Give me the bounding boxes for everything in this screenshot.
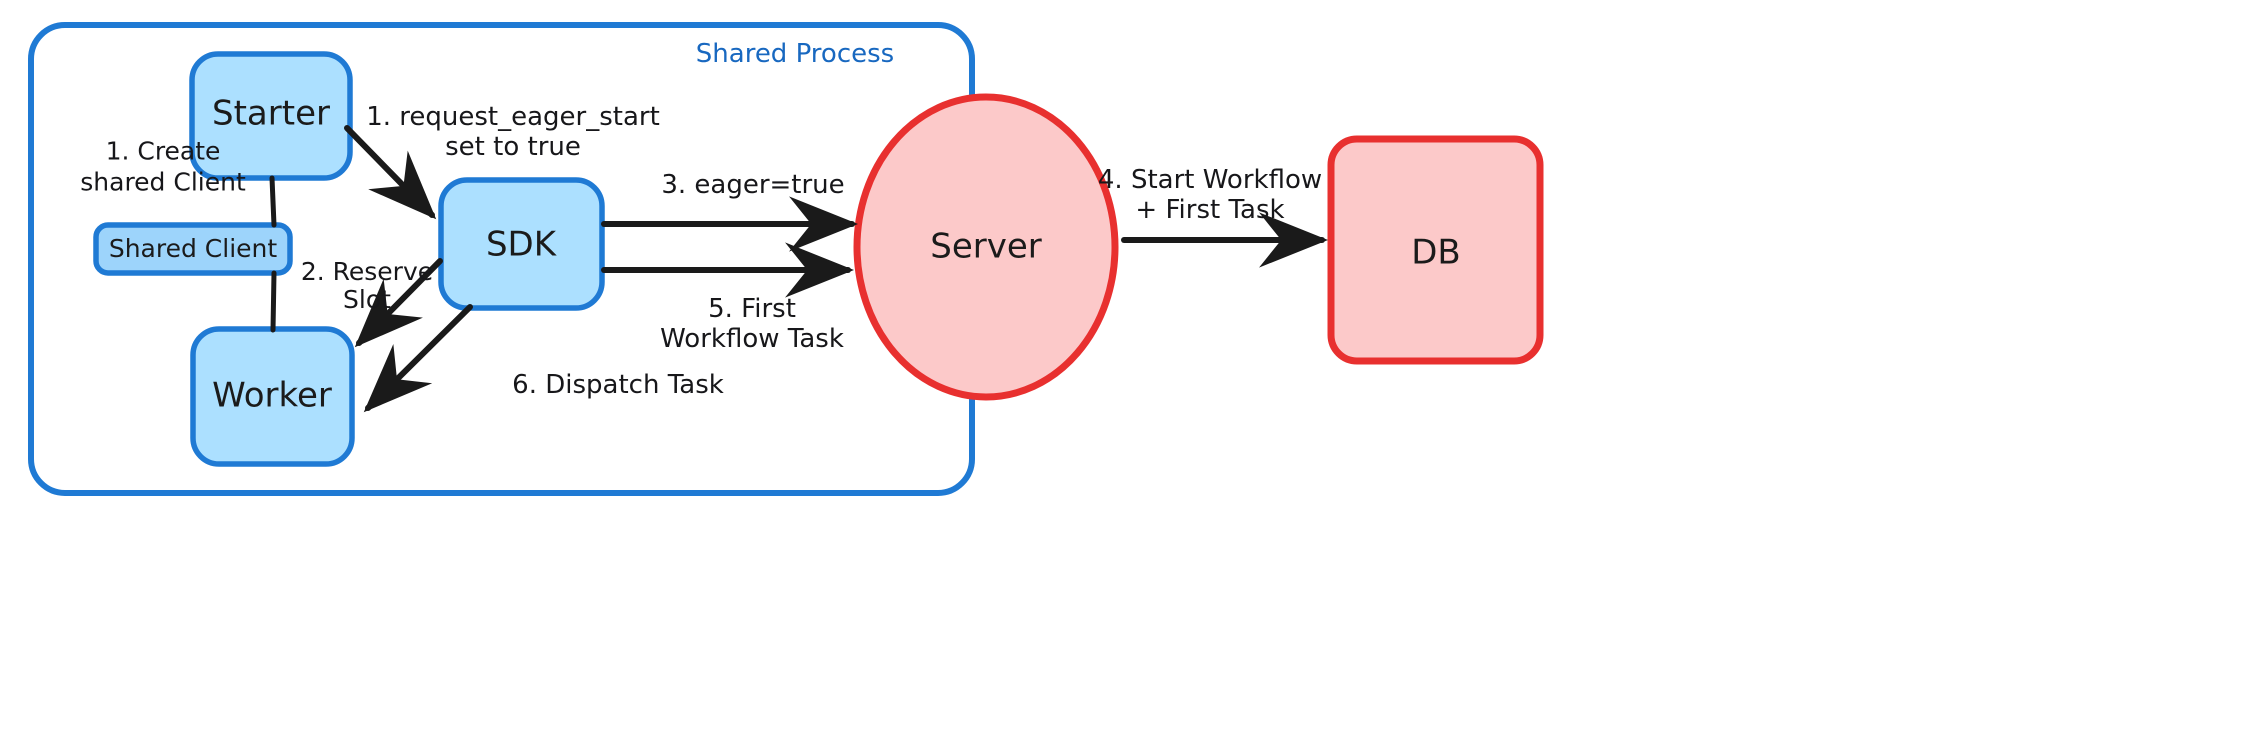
edge-request-eager-start <box>344 125 437 220</box>
edge-reserve-slot <box>354 258 443 348</box>
node-db[interactable] <box>1327 135 1544 365</box>
node-sdk[interactable] <box>438 177 605 311</box>
node-shared-client[interactable] <box>93 222 293 276</box>
node-server[interactable] <box>853 93 1119 401</box>
edge-dispatch-task <box>363 304 473 413</box>
edge-create-shared-client <box>269 175 277 228</box>
edge-shared-client-worker <box>270 270 277 333</box>
node-worker[interactable] <box>190 326 355 467</box>
node-starter[interactable] <box>189 51 353 181</box>
